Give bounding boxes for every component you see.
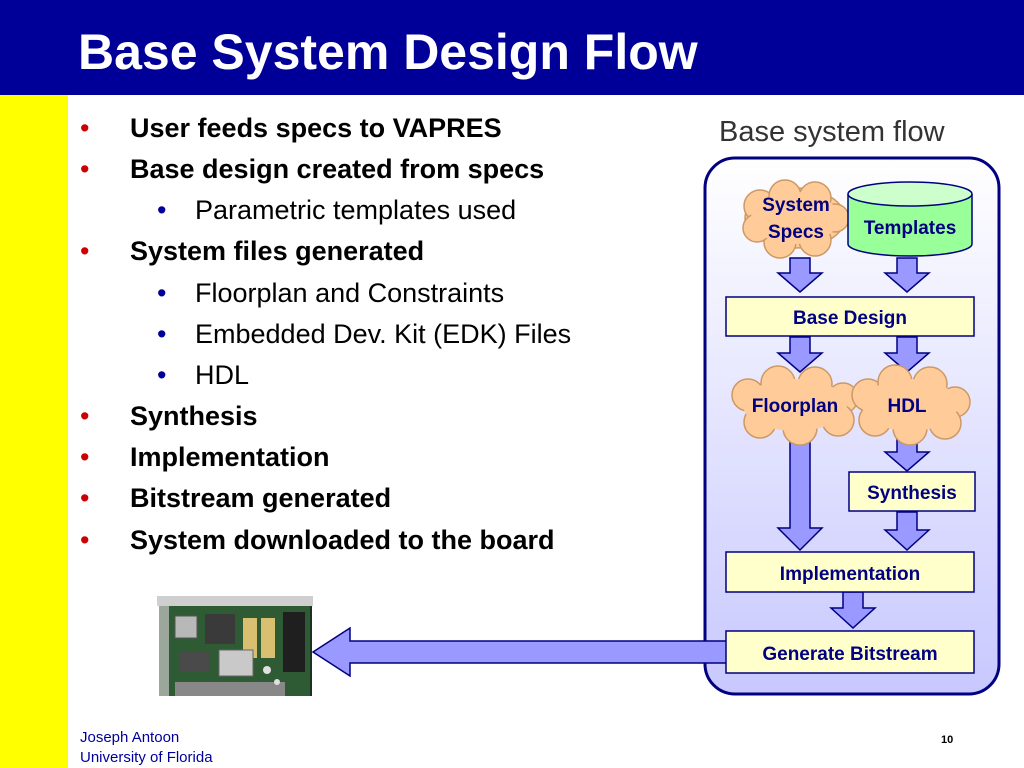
- base-design-box: [725, 296, 975, 337]
- base-design-label: Base Design: [793, 308, 907, 329]
- bullet-text: Base design created from specs: [130, 154, 545, 184]
- bullet-icon: •: [80, 401, 90, 431]
- floorplan-cloud: Floorplan: [731, 365, 859, 446]
- page-number: 10: [941, 734, 954, 746]
- slide-title: Base System Design Flow: [78, 24, 698, 80]
- download-arrow: [311, 626, 728, 678]
- floorplan-label: Floorplan: [752, 396, 839, 417]
- down-arrow: [775, 336, 825, 373]
- hdl-cloud: HDL: [851, 364, 971, 446]
- footer: Joseph Antoon University of Florida: [80, 728, 213, 768]
- synthesis-label: Synthesis: [867, 483, 957, 504]
- bullet-icon: •: [80, 442, 90, 472]
- system-specs-label-2: Specs: [768, 222, 824, 243]
- footer-university: University of Florida: [80, 749, 213, 766]
- footer-author: Joseph Antoon: [80, 729, 180, 746]
- down-arrow: [883, 511, 931, 552]
- bullet-text: System downloaded to the board: [130, 525, 555, 555]
- templates-label: Templates: [864, 218, 957, 239]
- system-specs-label-1: System: [762, 195, 830, 216]
- generate-bitstream-box: [725, 630, 975, 674]
- title-bar: Base System Design Flow: [0, 0, 1024, 95]
- down-arrow: [829, 591, 877, 630]
- hdl-label: HDL: [887, 396, 926, 417]
- bullet-icon: •: [80, 154, 90, 184]
- synthesis-box: [848, 471, 976, 512]
- bullet-text: Bitstream generated: [130, 483, 392, 513]
- bullet-text: User feeds specs to VAPRES: [130, 113, 502, 143]
- bullet-icon: •: [80, 525, 90, 555]
- bullet-icon: •: [157, 278, 167, 308]
- down-arrow: [882, 257, 932, 293]
- down-arrow: [775, 257, 825, 293]
- generate-bitstream-label: Generate Bitstream: [762, 644, 937, 665]
- implementation-box: [725, 551, 975, 593]
- bullet-text: System files generated: [130, 236, 425, 266]
- implementation-label: Implementation: [780, 564, 920, 585]
- flow-caption: Base system flow: [719, 116, 945, 148]
- bullet-text: Embedded Dev. Kit (EDK) Files: [195, 319, 572, 349]
- bullet-icon: •: [80, 113, 90, 143]
- bullet-icon: •: [157, 319, 167, 349]
- bullet-icon: •: [80, 236, 90, 266]
- bullet-text: Floorplan and Constraints: [195, 278, 505, 308]
- templates-cylinder: Templates: [847, 181, 973, 257]
- bullet-icon: •: [157, 360, 167, 390]
- long-down-arrow: [776, 433, 824, 552]
- bullet-icon: •: [157, 195, 167, 225]
- bullet-text: Parametric templates used: [195, 195, 517, 225]
- bullet-text: Implementation: [130, 442, 330, 472]
- bullet-text: HDL: [195, 360, 250, 390]
- bullet-icon: •: [80, 483, 90, 513]
- down-arrow: [882, 336, 932, 373]
- fpga-board-icon: [155, 596, 315, 710]
- system-specs-cloud: System Specs: [742, 179, 850, 259]
- bullet-text: Synthesis: [130, 401, 258, 431]
- left-accent-bar: [0, 95, 68, 768]
